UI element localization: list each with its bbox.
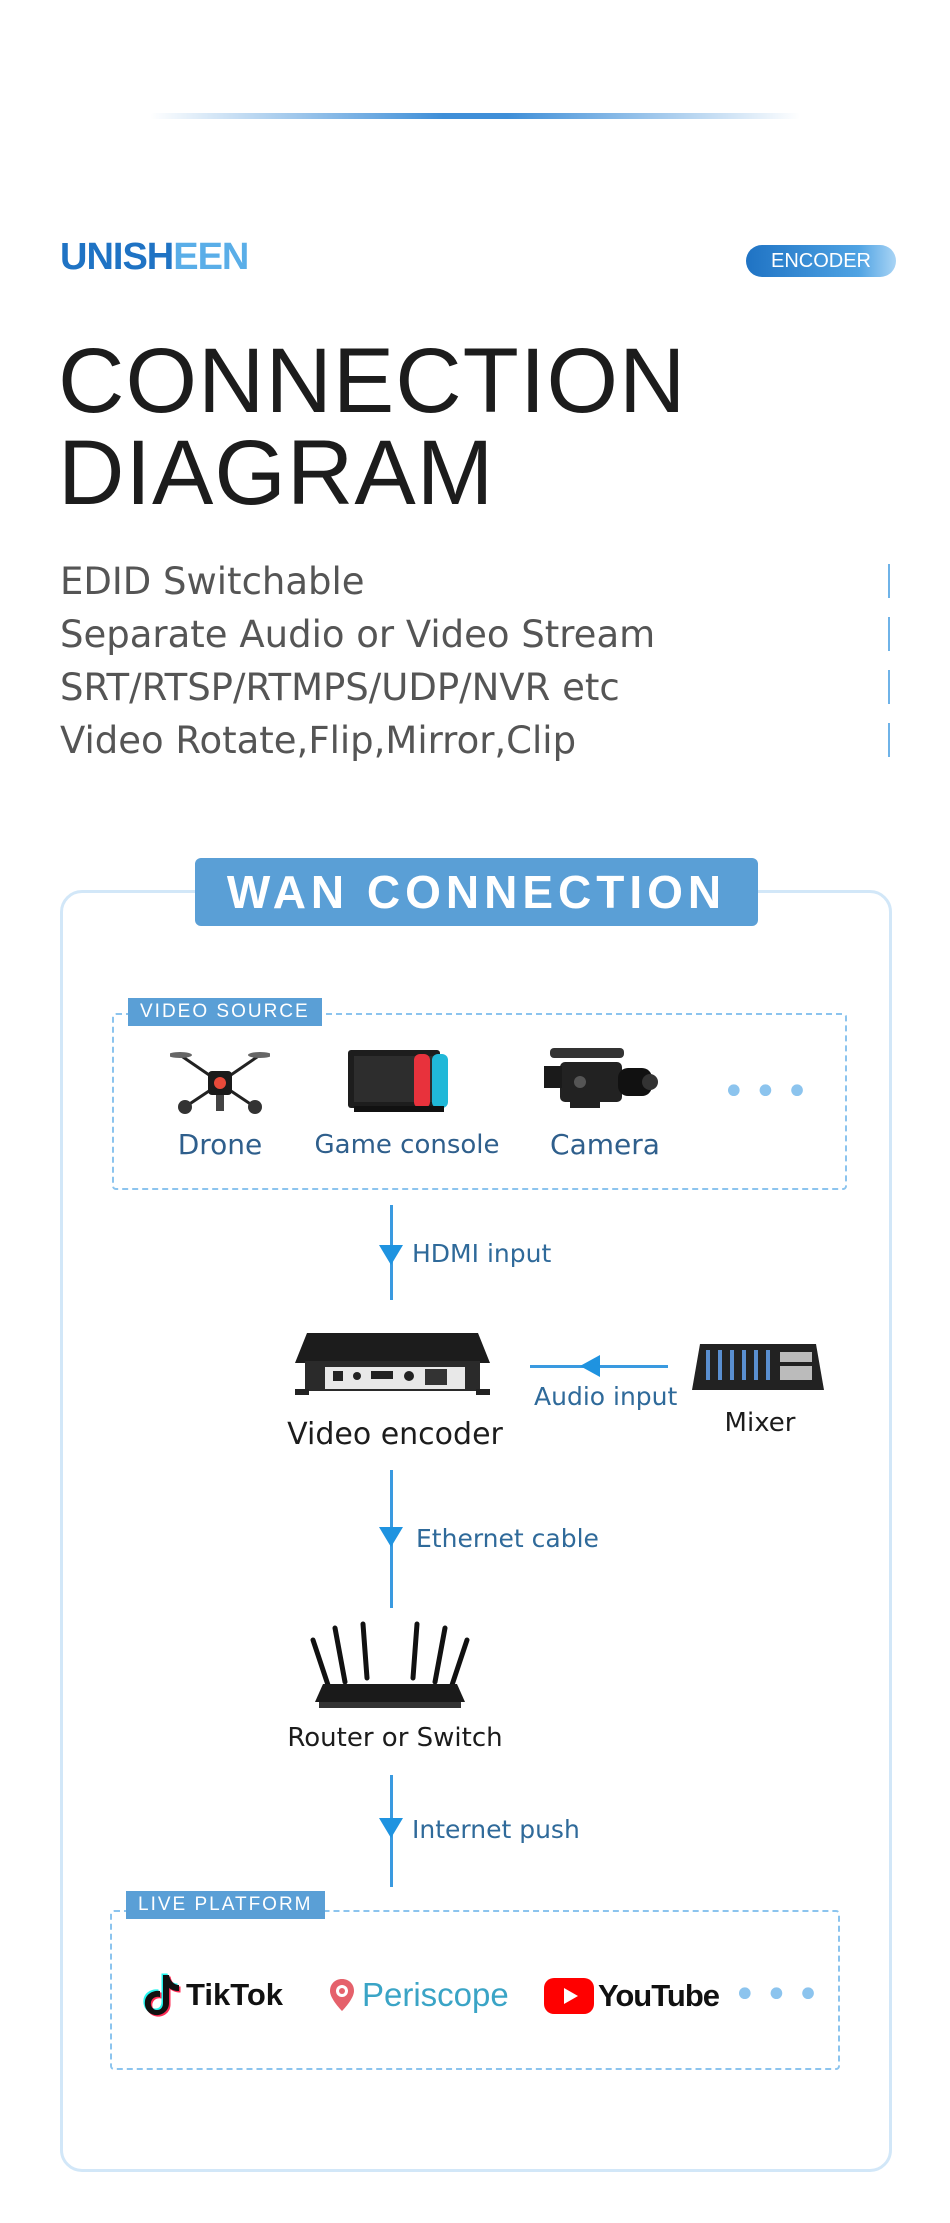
game-console-icon xyxy=(348,1050,448,1112)
drone-label: Drone xyxy=(177,1128,263,1161)
periscope-icon xyxy=(330,1979,354,2011)
router-icon xyxy=(310,1621,470,1708)
drone-icon xyxy=(170,1052,270,1114)
unisheen-logo: UNISHEEN xyxy=(60,236,249,278)
feature-item: SRT/RTSP/RTMPS/UDP/NVR etc xyxy=(60,664,890,717)
internet-push-label: Internet push xyxy=(412,1815,580,1844)
more-sources-dots: ••• xyxy=(722,1069,817,1115)
more-platforms-dots: ••• xyxy=(733,1972,828,2018)
feature-item: Video Rotate,Flip,Mirror,Clip xyxy=(60,717,890,770)
camera-label: Camera xyxy=(550,1128,660,1161)
camera-icon xyxy=(544,1048,658,1108)
top-divider-line xyxy=(150,113,800,119)
mixer-label: Mixer xyxy=(724,1408,796,1438)
video-source-box xyxy=(112,1013,847,1190)
hdmi-input-label: HDMI input xyxy=(412,1239,552,1268)
youtube-icon xyxy=(544,1978,594,2014)
video-encoder-label: Video encoder xyxy=(287,1417,503,1452)
mixer-icon xyxy=(692,1344,824,1390)
ethernet-cable-label: Ethernet cable xyxy=(416,1524,599,1553)
live-platform-box xyxy=(110,1910,840,2070)
ethernet-arrow xyxy=(379,1527,403,1547)
tiktok-logo: TikTok xyxy=(143,1973,283,2017)
audio-input-label: Audio input xyxy=(534,1382,678,1411)
internet-arrow xyxy=(379,1818,403,1838)
youtube-logo: YouTube xyxy=(544,1974,720,2018)
feature-item: EDID Switchable xyxy=(60,558,890,611)
video-encoder-icon xyxy=(295,1333,490,1395)
diagram-heading: WAN CONNECTION xyxy=(195,858,758,926)
router-label: Router or Switch xyxy=(287,1723,503,1753)
tiktok-icon xyxy=(143,1973,181,2017)
live-platform-tag: LIVE PLATFORM xyxy=(126,1891,325,1919)
audio-arrow xyxy=(580,1355,600,1377)
feature-list: EDID Switchable Separate Audio or Video … xyxy=(60,558,890,770)
page-title: CONNECTION DIAGRAM xyxy=(58,330,687,524)
periscope-logo: Periscope xyxy=(328,1973,509,2017)
hdmi-arrow xyxy=(379,1245,403,1265)
video-source-tag: VIDEO SOURCE xyxy=(128,998,322,1026)
feature-item: Separate Audio or Video Stream xyxy=(60,611,890,664)
encoder-badge: ENCODER xyxy=(746,245,896,277)
game-console-label: Game console xyxy=(314,1130,500,1160)
